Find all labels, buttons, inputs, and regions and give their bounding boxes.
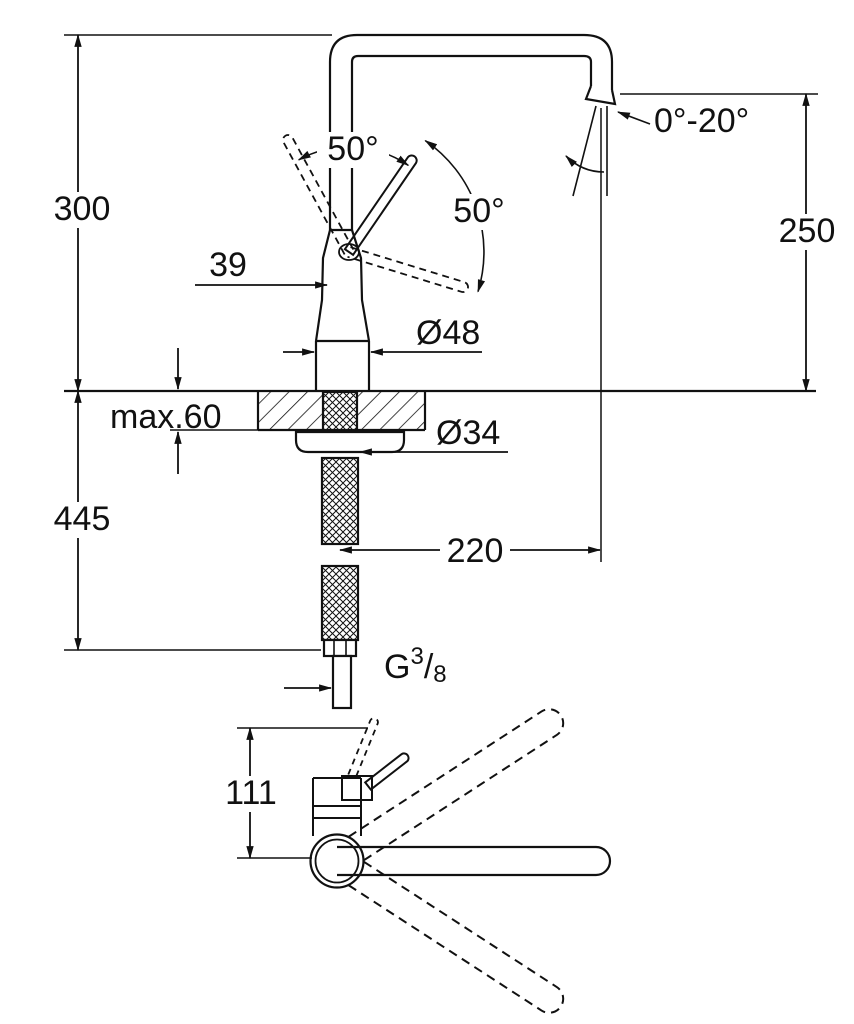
- counter-hatch: [170, 391, 427, 432]
- dim-lever-offset-label: 39: [209, 246, 247, 284]
- lever-dashed-left: [282, 134, 355, 255]
- swivel-arm-dashed-up: [348, 708, 565, 862]
- hose-lower: [320, 564, 360, 642]
- dim-thread-label: G3/8: [384, 643, 447, 688]
- dim-lever-angle-left-label: 50°: [327, 130, 378, 168]
- side-view: [64, 33, 816, 710]
- threaded-shank: [321, 390, 359, 434]
- spout-arm-solid: [337, 845, 612, 877]
- faucet-body: [314, 228, 371, 391]
- dim-below-deck-label: 445: [54, 500, 111, 538]
- hose-upper: [320, 456, 360, 546]
- dim-lever-angle-right-label: 50°: [453, 192, 504, 230]
- dim-outlet-angle-label: 0°-20°: [654, 102, 749, 140]
- lever-dashed-right: [347, 246, 469, 293]
- spout-outline: [328, 33, 617, 230]
- dim-reach-label: 220: [447, 532, 504, 570]
- dim-plan-height-label: 111: [225, 774, 277, 812]
- outlet-angle-leader: [616, 111, 651, 125]
- swivel-base-inner: [314, 838, 360, 884]
- text-masks: [48, 132, 842, 812]
- hose-fitting: [322, 638, 358, 710]
- dim-base-diameter-label: Ø48: [416, 314, 480, 352]
- swivel-base-outer: [309, 833, 365, 889]
- plan-lever-solid: [363, 752, 410, 792]
- dim-overall-height-label: 300: [54, 190, 111, 228]
- dim-deck-max-label: max.60: [110, 398, 222, 436]
- dim-outlet-height-label: 250: [779, 212, 836, 250]
- plan-view: [237, 708, 612, 1014]
- swivel-arm-dashed-down: [348, 860, 565, 1014]
- mounting-flange: [294, 430, 406, 454]
- plan-lever-dashed: [347, 717, 379, 778]
- dim-hole-diameter-label: Ø34: [436, 414, 500, 452]
